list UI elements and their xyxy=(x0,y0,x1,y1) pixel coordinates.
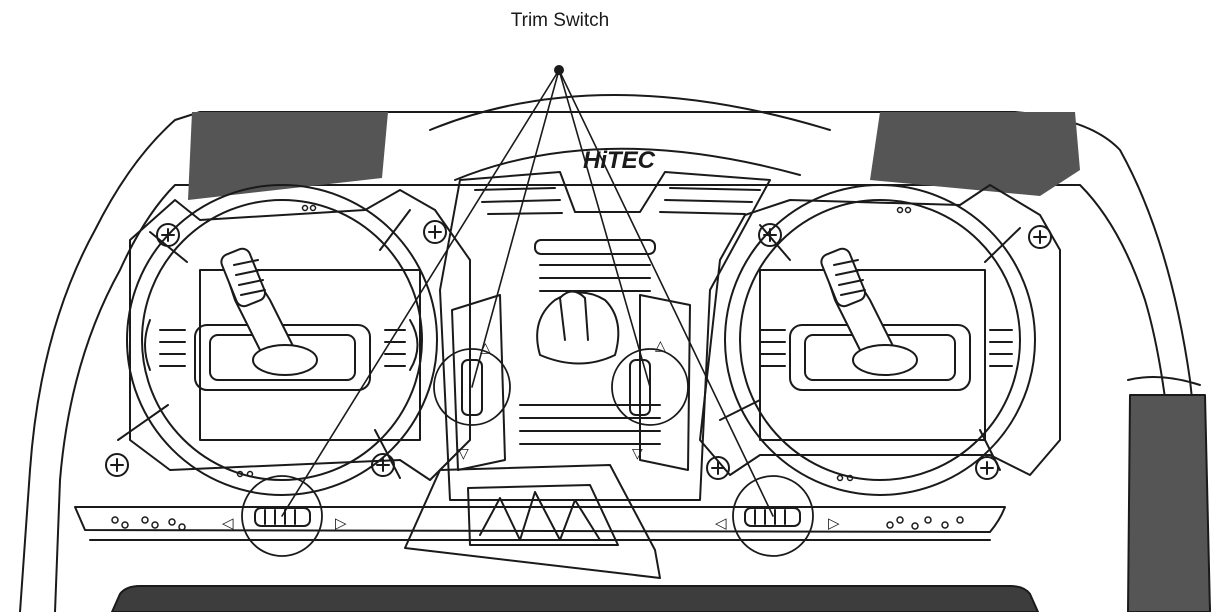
screw-plus-icon xyxy=(711,461,725,475)
screw-plus-icon xyxy=(161,228,175,242)
center-pad-inner xyxy=(467,484,619,546)
right-gimbal-screw-br xyxy=(975,456,999,480)
trim-switch-leader-lines xyxy=(281,69,774,517)
trim-up-mark: △ xyxy=(480,340,491,356)
right-gimbal xyxy=(699,184,1061,496)
callout-origin-dot xyxy=(554,65,564,75)
left-vertical-trim-lever xyxy=(461,359,483,416)
trim-down-mark: ▽ xyxy=(458,446,469,462)
left-gimbal-screw-br xyxy=(371,453,395,477)
bottom-display-screen xyxy=(111,585,1039,612)
screw-plus-icon xyxy=(1033,230,1047,244)
right-side-grip-edge xyxy=(1127,376,1201,386)
right-side-grip xyxy=(1127,394,1211,612)
center-slot xyxy=(534,239,656,255)
right-gimbal-screw-bl xyxy=(706,456,730,480)
screw-plus-icon xyxy=(980,461,994,475)
trim-minus-mark: ◁ xyxy=(222,514,234,532)
top-arc xyxy=(429,94,831,131)
left-gimbal xyxy=(117,184,471,496)
screw-plus-icon xyxy=(110,458,124,472)
trim-down-mark: ▽ xyxy=(632,446,643,462)
left-gimbal-screw-tl xyxy=(156,223,180,247)
hitec-logo: HiTEC xyxy=(583,147,656,174)
screw-plus-icon xyxy=(428,225,442,239)
left-horizontal-trim-lever xyxy=(254,507,311,527)
right-gimbal-screw-tl xyxy=(758,223,782,247)
trim-plus-mark: ▷ xyxy=(335,514,347,532)
bottom-trim-bar xyxy=(74,506,1006,533)
center-pad xyxy=(404,464,661,579)
right-stick-knob xyxy=(820,247,866,308)
top-arc-inner xyxy=(454,147,801,181)
center-pad-facets xyxy=(479,491,601,541)
trim-switch-callout-label: Trim Switch xyxy=(510,10,610,31)
right-indicator-dots xyxy=(886,516,964,530)
left-shoulder-pad xyxy=(188,112,388,200)
gimbal-dots xyxy=(236,204,912,482)
screw-plus-icon xyxy=(763,228,777,242)
left-indicator-dots xyxy=(111,516,186,531)
left-stick-knob xyxy=(220,247,266,308)
left-gimbal-screw-tr xyxy=(423,220,447,244)
trim-switch-highlight-circles xyxy=(241,348,814,557)
screw-plus-icon xyxy=(376,458,390,472)
center-console xyxy=(439,171,771,501)
center-toggle-switch xyxy=(536,291,620,365)
right-horizontal-trim-lever xyxy=(744,507,801,527)
trim-up-mark: △ xyxy=(655,338,666,354)
right-gimbal-screw-tr xyxy=(1028,225,1052,249)
body-inner-rim xyxy=(54,184,1181,612)
trim-minus-mark: ◁ xyxy=(715,514,727,532)
right-shoulder-pad xyxy=(870,112,1080,196)
trim-plus-mark: ▷ xyxy=(828,514,840,532)
left-gimbal-screw-bl xyxy=(105,453,129,477)
